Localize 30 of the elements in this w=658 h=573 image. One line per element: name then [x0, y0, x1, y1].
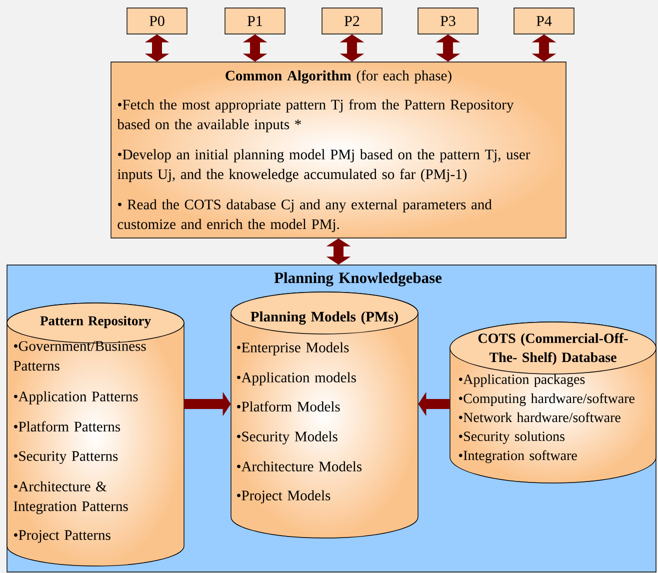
list-item: •Enterprise Models: [237, 342, 349, 356]
phase-box: P3: [418, 8, 478, 34]
list-item: •Security Models: [237, 431, 338, 444]
phase-box: P1: [224, 8, 286, 34]
phase-box: P2: [322, 8, 382, 34]
list-item: •Security Patterns: [14, 451, 118, 464]
list-item: •Platform Patterns: [14, 421, 120, 432]
list-item: •Architecture Models: [237, 461, 362, 472]
bullet-text: •Develop an initial planning model PMj based on the pattern Tj, user inputs Uj, and the knoweledge accumulated so far (PMj-1): [118, 149, 530, 182]
cylinder-heading: Pattern Repository: [40, 316, 151, 328]
list-item: •Government/Business Patterns: [14, 341, 146, 371]
cylinder-heading: Planning Models (PMs): [250, 311, 398, 325]
panel-heading: Planning Knowledgebase: [274, 272, 442, 286]
phase-box: P0: [126, 8, 188, 34]
list-item: •Project Patterns: [14, 530, 110, 543]
list-item: •Security solutions: [459, 431, 564, 444]
bullet-text: • Read the COTS database Cj and any external parameters and customize and enrich the model PMj.: [118, 199, 492, 232]
list-item: •Project Models: [237, 490, 330, 504]
list-item: •Architecture & Integration Patterns: [14, 481, 128, 514]
list-item: •Application Patterns: [14, 391, 138, 404]
list-item: •Computing hardware/software: [459, 393, 634, 406]
list-item: •Platform Models: [237, 401, 340, 412]
list-item: •Application models: [237, 372, 356, 386]
list-item: •Application packages: [459, 374, 585, 387]
phase-box: P4: [514, 8, 574, 34]
list-item: •Network hardware/software: [459, 412, 620, 422]
bullet-text: •Fetch the most appropriate pattern Tj from the Pattern Repository based on the available inputs *: [117, 99, 514, 132]
cylinder-heading: COTS (Commercial-Off-The- Shelf) Database: [478, 333, 628, 365]
box-heading: Common Algorithm (for each phase): [226, 70, 452, 84]
list-item: •Integration software: [459, 450, 577, 464]
